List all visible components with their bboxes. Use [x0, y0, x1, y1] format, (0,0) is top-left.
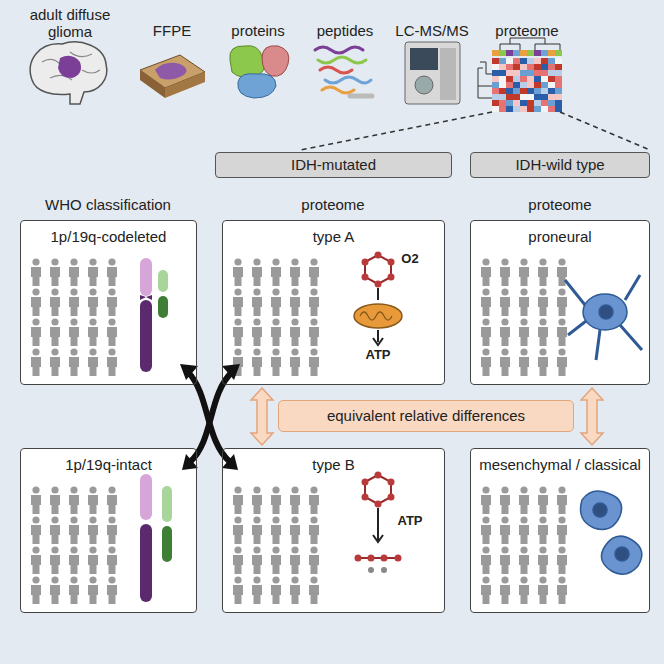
- oxphos-icon: [354, 252, 402, 346]
- column-header: proteome: [301, 196, 364, 213]
- glycolysis-icon: [355, 472, 402, 574]
- protein-blobs: [230, 46, 289, 98]
- node-label: IDH-mutated: [291, 156, 376, 173]
- group-bar: IDH-mutated: [215, 152, 452, 178]
- step-label: proteome: [495, 22, 558, 39]
- heatmap: [478, 38, 562, 112]
- class-box: type A: [222, 220, 445, 385]
- ffpe-block: [140, 55, 205, 98]
- mesenchymal-cells: [581, 491, 642, 574]
- class-box: 1p/19q-intact: [20, 448, 197, 613]
- comparison-box: equivalent relative differences: [278, 400, 574, 432]
- molecule-label: O2: [401, 252, 418, 267]
- double-arrow: [581, 388, 603, 445]
- node-label: type A: [313, 228, 355, 245]
- class-box: type B: [222, 448, 445, 613]
- molecule-label: ATP: [365, 348, 390, 363]
- node-label: proneural: [528, 228, 591, 245]
- node-label: equivalent relative differences: [327, 407, 525, 424]
- step-label: FFPE: [153, 22, 191, 39]
- brain-icon: [30, 42, 107, 104]
- column-header: proteome: [528, 196, 591, 213]
- node-label: IDH-wild type: [515, 156, 604, 173]
- node-label: 1p/19q-codeleted: [51, 228, 167, 245]
- class-box: 1p/19q-codeleted: [20, 220, 197, 385]
- group-bar: IDH-wild type: [470, 152, 650, 178]
- class-box: proneural: [470, 220, 650, 385]
- peptide-strands: [315, 47, 372, 96]
- step-label: adult diffuse glioma: [15, 6, 125, 41]
- node-label: 1p/19q-intact: [65, 456, 152, 473]
- mass-spectrometer: [405, 42, 460, 104]
- column-header: WHO classification: [45, 196, 171, 213]
- class-box: mesenchymal / classical: [470, 448, 650, 613]
- neural-cell: [565, 275, 642, 360]
- step-label: LC-MS/MS: [395, 22, 468, 39]
- step-label: proteins: [231, 22, 284, 39]
- chromosomes: [140, 258, 172, 602]
- double-arrow: [251, 388, 273, 445]
- node-label: mesenchymal / classical: [479, 456, 641, 473]
- molecule-label: ATP: [397, 514, 422, 529]
- step-label: peptides: [317, 22, 374, 39]
- node-label: type B: [312, 456, 355, 473]
